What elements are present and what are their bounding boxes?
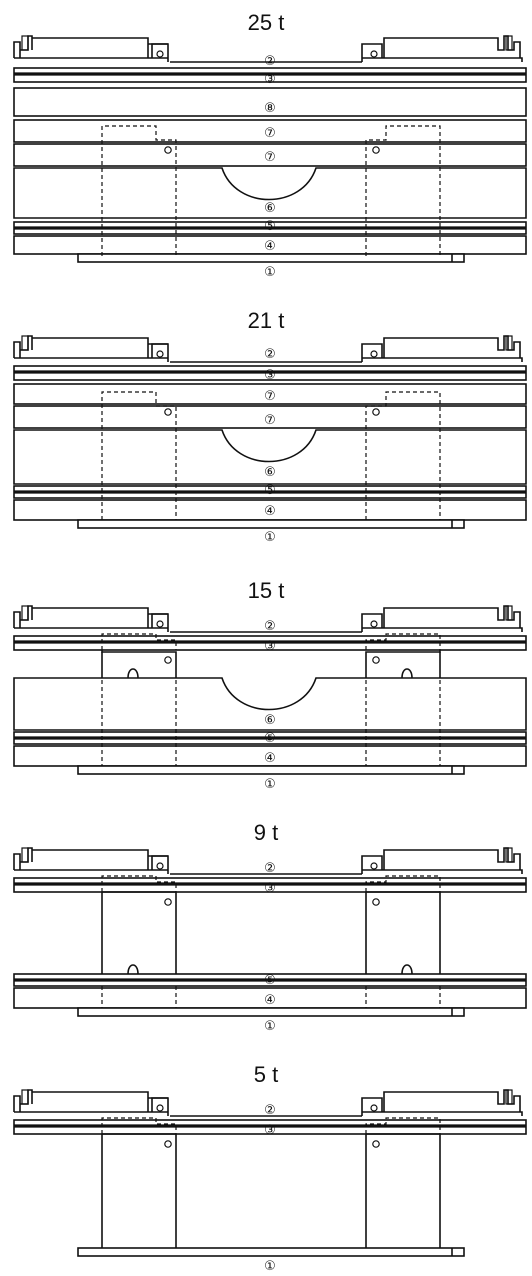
base-plate-1: [77, 1247, 465, 1257]
part-label: ②: [264, 54, 276, 69]
part-label: ⑥: [264, 713, 276, 728]
support-right: [365, 1133, 441, 1248]
part-label: ①: [264, 1019, 276, 1034]
panel-5t: 5 t ② ③ ①: [13, 1062, 527, 1274]
top-frame: [13, 847, 523, 875]
panel-title: 21 t: [248, 308, 285, 333]
part-label: ②: [264, 347, 276, 362]
plate-7a: [13, 383, 527, 405]
top-frame: [13, 335, 523, 363]
base-plate-1: [77, 765, 465, 775]
part-label: ②: [264, 861, 276, 876]
panel-25t: 25 t: [13, 10, 527, 280]
part-label: ⑤: [264, 973, 276, 988]
top-frame: [13, 1089, 523, 1117]
hidden-support-right: [365, 391, 441, 520]
hidden-support-right: [365, 125, 441, 256]
part-label: ②: [264, 619, 276, 634]
support-left: [101, 891, 177, 974]
base-plate-1: [77, 519, 465, 529]
support-right: [365, 650, 441, 678]
part-label: ③: [264, 368, 276, 383]
panel-title: 9 t: [254, 820, 278, 845]
base-plate-1: [77, 253, 465, 263]
hidden-support-left: [101, 125, 177, 256]
part-label: ①: [264, 777, 276, 792]
part-label: ③: [264, 639, 276, 654]
part-label: ①: [264, 530, 276, 545]
part-label: ④: [264, 751, 276, 766]
part-label: ⑥: [264, 201, 276, 216]
panel-9t: 9 t ② ③ ⑤ ④ ①: [13, 820, 527, 1034]
panel-21t: 21 t ② ③ ⑦ ⑦ ⑥ ⑤ ④ ①: [13, 308, 527, 545]
plate-8: [13, 87, 527, 117]
part-label: ⑤: [264, 483, 276, 498]
panel-15t: 15 t ② ③: [13, 578, 527, 792]
part-label: ④: [264, 993, 276, 1008]
plate-7b: [13, 405, 527, 429]
part-label: ④: [264, 504, 276, 519]
hidden-support-left: [101, 391, 177, 520]
part-label: ③: [264, 72, 276, 87]
part-label: ⑦: [264, 389, 276, 404]
part-label: ⑦: [264, 126, 276, 141]
part-label: ⑧: [264, 101, 276, 116]
part-label: ④: [264, 239, 276, 254]
part-label: ⑦: [264, 413, 276, 428]
part-label: ③: [264, 881, 276, 896]
plate-6: [13, 167, 527, 219]
part-label: ①: [264, 265, 276, 280]
panel-title: 15 t: [248, 578, 285, 603]
part-label: ⑤: [264, 219, 276, 234]
part-label: ①: [264, 1259, 276, 1274]
plate-7b: [13, 143, 527, 167]
part-label: ⑤: [264, 731, 276, 746]
base-plate-1: [77, 1007, 465, 1017]
panel-title: 5 t: [254, 1062, 278, 1087]
part-label: ②: [264, 1103, 276, 1118]
part-label: ③: [264, 1123, 276, 1138]
panel-title: 25 t: [248, 10, 285, 35]
part-label: ⑦: [264, 150, 276, 165]
support-left: [101, 1133, 177, 1248]
plate-6: [13, 429, 527, 485]
part-label: ⑥: [264, 465, 276, 480]
plate-6: [13, 677, 527, 731]
support-right: [365, 891, 441, 974]
support-left: [101, 650, 177, 678]
top-frame: [13, 35, 523, 63]
top-frame: [13, 605, 523, 633]
